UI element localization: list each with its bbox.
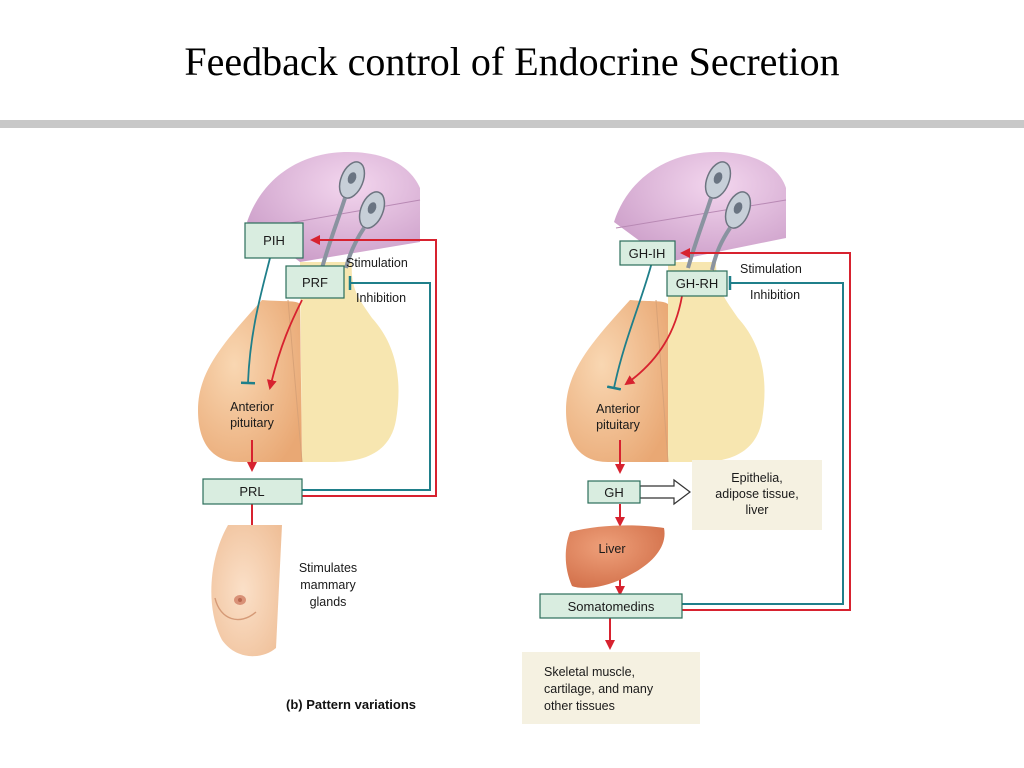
prl-label: PRL [239,484,264,499]
ghrh-label: GH-RH [676,276,719,291]
liver-label: Liver [598,542,625,556]
direct-target-line-1: Epithelia, [731,471,782,485]
inhibition-label-left: Inhibition [356,291,406,305]
somatomedin-feedback-stimulation [680,248,851,611]
diagram-caption: (b) Pattern variations [286,697,416,712]
indirect-target-line-2: cartilage, and many [544,682,654,696]
neuron-right-2 [710,191,752,271]
mammary-gland-illustration [211,525,282,657]
gh-direct-action-arrow [639,478,691,506]
liver-illustration: Liver [565,525,665,588]
anterior-pituitary-left [198,300,302,462]
somatomedin-feedback-inhibition [682,276,844,605]
prf-label: PRF [302,275,328,290]
prf-box: PRF [285,265,345,299]
hypothalamus-right [614,152,786,262]
direct-targets-box: Epithelia, adipose tissue, liver [692,460,822,530]
title-divider [0,120,1024,128]
indirect-targets-box: Skeletal muscle, cartilage, and many oth… [522,652,700,724]
gh-label: GH [604,485,624,500]
neuron-left-2 [344,191,386,269]
somatomedins-box: Somatomedins [539,593,683,619]
direct-target-line-2: adipose tissue, [715,487,798,501]
mammary-effect-line-2: mammary [300,578,356,592]
ghih-inhibition-path [606,261,653,391]
gh-box: GH [587,480,641,504]
indirect-target-line-3: other tissues [544,699,615,713]
somatomedins-label: Somatomedins [568,599,655,614]
slide-title: Feedback control of Endocrine Secretion [184,39,840,84]
left-panel: PIH PRF Stimulation Inhibition Anterior … [198,152,437,712]
indirect-target-line-1: Skeletal muscle, [544,665,635,679]
anterior-pituitary-label-right-2: pituitary [596,418,641,432]
direct-target-line-3: liver [746,503,769,517]
posterior-pituitary-right [668,262,765,462]
prl-feedback-inhibition [302,276,431,491]
stimulation-label-right: Stimulation [740,262,802,276]
ghih-label: GH-IH [629,246,666,261]
posterior-pituitary-left [300,262,399,462]
pih-box: PIH [244,222,304,259]
anterior-pituitary-label-left-2: pituitary [230,416,275,430]
mammary-effect-line-1: Stimulates [299,561,357,575]
ghrh-box: GH-RH [666,270,728,297]
inhibition-label-right: Inhibition [750,288,800,302]
right-panel: GH-IH GH-RH Stimulation Inhibition Anter… [522,152,851,724]
prf-stimulation-path [266,299,303,390]
anterior-pituitary-label-right-1: Anterior [596,402,640,416]
ghrh-stimulation-path [624,295,683,386]
neuron-right-1 [686,161,732,269]
ghih-box: GH-IH [619,240,676,266]
prl-feedback-stimulation [302,235,437,497]
anterior-pituitary-label-left-1: Anterior [230,400,274,414]
mammary-effect-line-3: glands [310,595,347,609]
anterior-pituitary-right [566,300,668,462]
pih-inhibition-path [240,257,271,385]
stimulation-label-left: Stimulation [346,256,408,270]
prl-box: PRL [202,478,303,505]
pih-label: PIH [263,233,285,248]
neuron-left-1 [320,161,366,269]
